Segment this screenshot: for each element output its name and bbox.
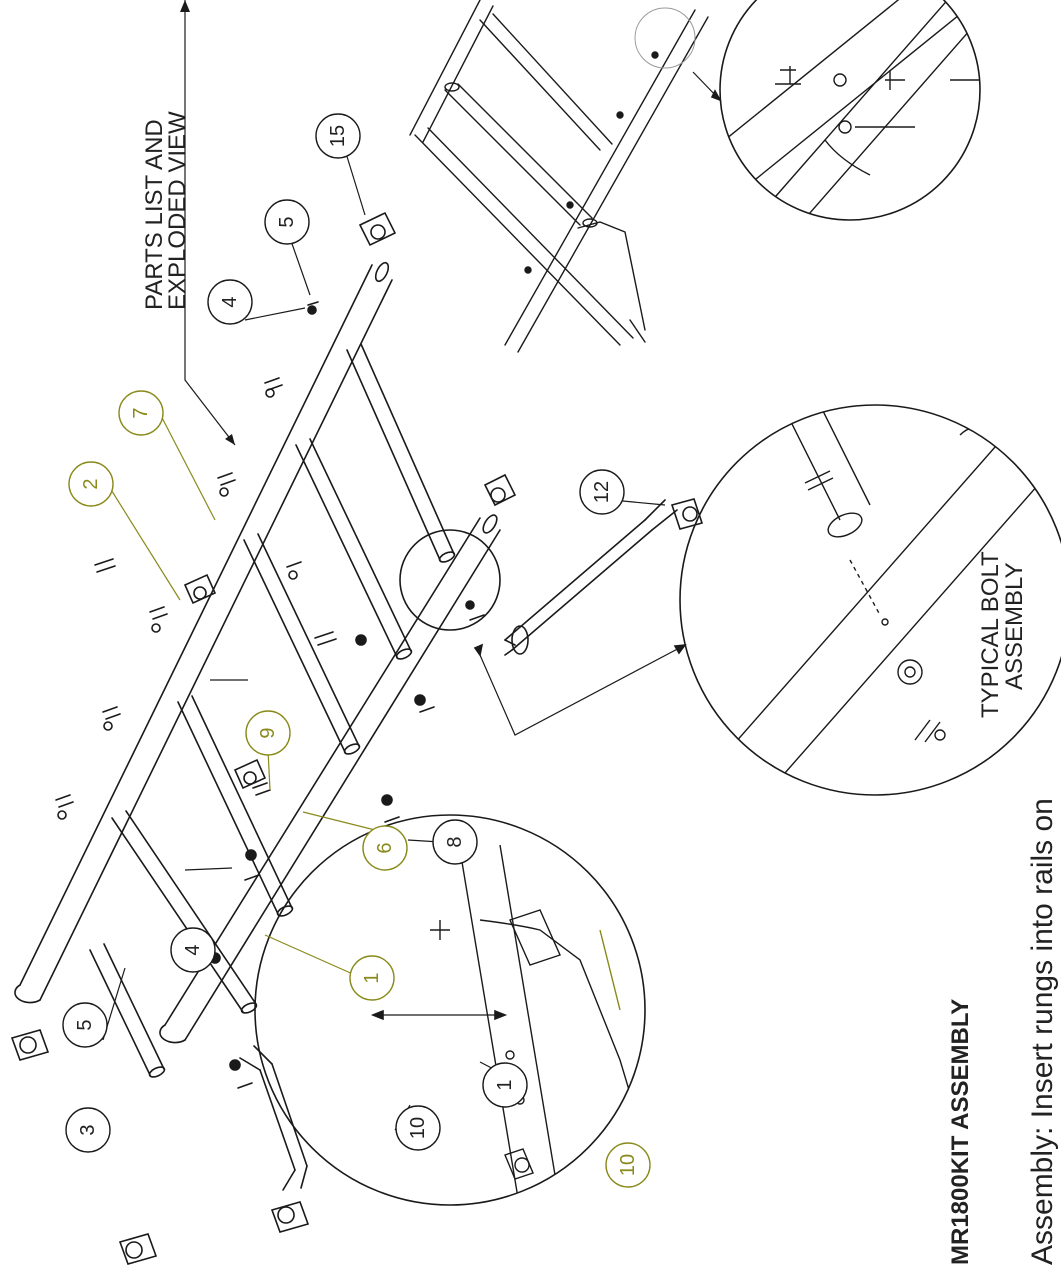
callout-6-label: 6 (374, 842, 396, 853)
detail-bolt (399, 404, 1061, 796)
callout-7: 7 (118, 390, 164, 436)
callout-1-detail-label: 1 (494, 1079, 516, 1090)
callout-8: 8 (432, 819, 478, 865)
callout-15: 15 (315, 113, 361, 159)
callout-10-label: 10 (407, 1117, 429, 1139)
assembly-instruction: Assembly: Insert rungs into rails on (1026, 798, 1059, 1265)
callout-9-label: 9 (257, 727, 279, 738)
detail-hinge (692, 0, 981, 221)
callout-2-label: 2 (80, 478, 102, 489)
rail-upper (19, 264, 393, 1001)
connectors (10, 211, 517, 1265)
bolts (55, 301, 485, 1089)
callout-2: 2 (68, 461, 114, 507)
rail-lower (164, 517, 501, 1041)
legs (239, 498, 704, 1191)
callout-5-top: 5 (264, 199, 310, 245)
callout-8-label: 8 (444, 836, 466, 847)
assembly-heading: MR1800KIT ASSEMBLY (947, 999, 974, 1265)
callout-10: 10 (395, 1105, 441, 1151)
detail-label-line2: ASSEMBLY (1001, 562, 1028, 690)
callout-5-top-label: 5 (276, 216, 298, 227)
exploded-view (10, 0, 709, 1265)
side-view (409, 0, 709, 353)
callout-1: 1 (349, 955, 395, 1001)
callout-15-label: 15 (327, 125, 349, 147)
callout-4-bottom-label: 4 (182, 944, 204, 955)
callout-12: 12 (579, 469, 625, 515)
callout-3: 3 (65, 1107, 111, 1153)
callout-9: 9 (245, 710, 291, 756)
callout-1-label: 1 (361, 972, 383, 983)
callout-4-top-label: 4 (219, 296, 241, 307)
callout-10-detail: 10 (605, 1142, 651, 1188)
callout-4-top: 4 (207, 279, 253, 325)
view-label-line1: PARTS LIST AND (141, 119, 168, 310)
callout-5-bottom: 5 (62, 1002, 108, 1048)
callout-5-bottom-label: 5 (74, 1019, 96, 1030)
view-label-arrow (184, 0, 236, 446)
callout-10-detail-label: 10 (617, 1154, 639, 1176)
rungs (89, 343, 456, 1078)
callouts: 15 5 4 7 2 12 9 8 6 1 4 5 3 10 1 10 (62, 113, 651, 1188)
callout-7-label: 7 (130, 407, 152, 418)
callout-12-label: 12 (591, 481, 613, 503)
callout-3-label: 3 (77, 1124, 99, 1135)
detail-leg (254, 814, 646, 1206)
detail-label-line1: TYPICAL BOLT (977, 551, 1004, 718)
text-labels: PARTS LIST AND EXPLODED VIEW TYPICAL BOL… (141, 0, 1059, 1265)
callout-6: 6 (362, 825, 408, 871)
callout-1-detail: 1 (482, 1062, 528, 1108)
view-label-line2: EXPLODED VIEW (164, 111, 191, 310)
callout-4-bottom: 4 (170, 927, 216, 973)
